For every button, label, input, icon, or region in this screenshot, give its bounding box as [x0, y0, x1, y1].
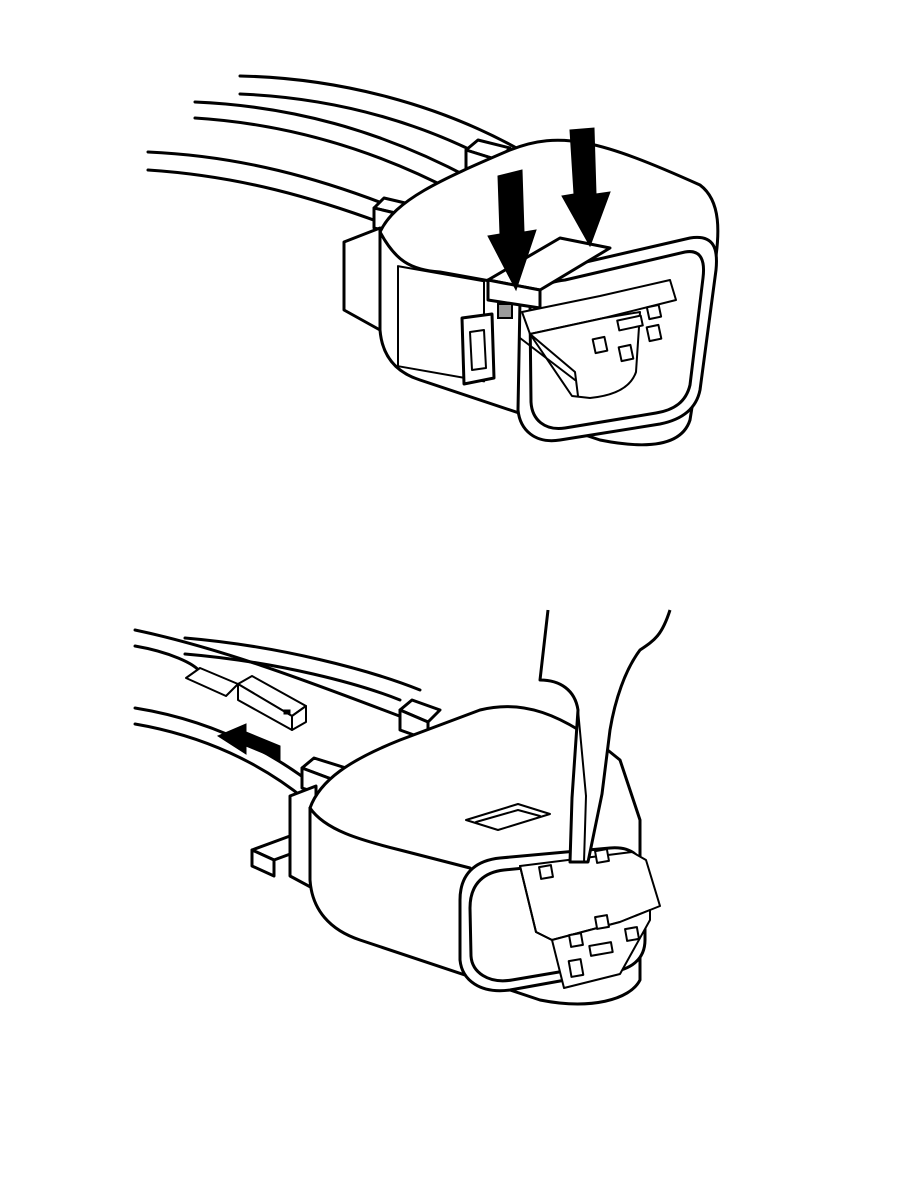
connector-lock-drawing [146, 74, 720, 447]
removal-tool [538, 609, 672, 864]
terminal-cavities [538, 848, 640, 978]
left-arrow-icon [216, 723, 281, 761]
terminal-removal-drawing [133, 609, 672, 1006]
wire-bundle [146, 74, 522, 228]
terminal-pin [185, 667, 307, 731]
connector-front-face [458, 846, 661, 993]
lock-window [465, 803, 551, 831]
down-arrow-icon [561, 127, 611, 248]
connector-front-face [486, 235, 718, 443]
lock-tab [497, 303, 513, 319]
terminal-removal-figure [0, 560, 918, 1188]
connector-lock-figure [0, 0, 918, 560]
terminal-cavities [591, 303, 663, 363]
down-arrow-icon [487, 169, 537, 292]
